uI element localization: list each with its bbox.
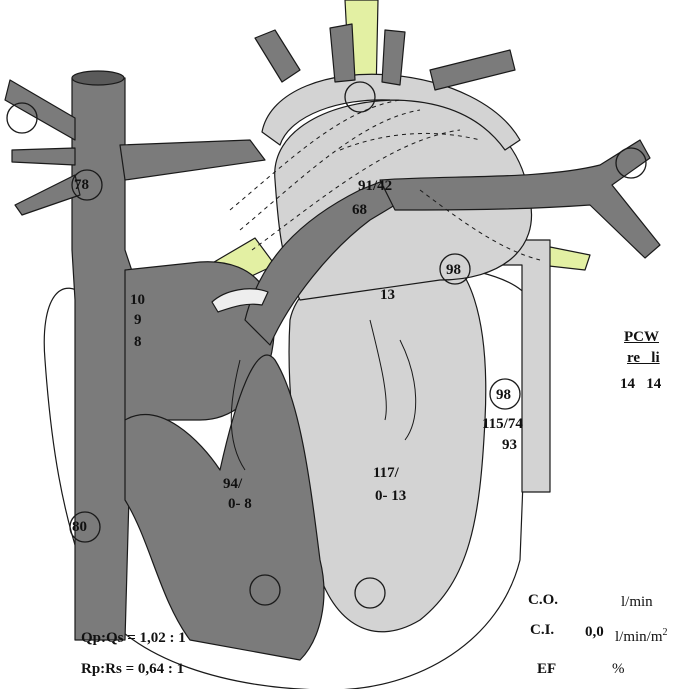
co-unit: l/min (621, 594, 653, 611)
lv-pressure-diastolic: 0- 13 (375, 488, 406, 505)
pcw-sides: re li (627, 350, 660, 367)
ra-pressure-3: 8 (134, 334, 142, 351)
lower-vein-left (15, 175, 80, 215)
azygos-vein (120, 140, 265, 180)
la-pressure: 13 (380, 287, 395, 304)
svc-saturation: 78 (74, 177, 89, 194)
lv-pressure-systolic: 117/ (373, 465, 399, 482)
ivc-saturation: 80 (72, 519, 87, 536)
rv-pressure-diastolic: 0- 8 (228, 496, 252, 513)
arch-branch-2 (330, 24, 355, 82)
arch-branch-1 (255, 30, 300, 82)
ra-pressure-1: 10 (130, 292, 145, 309)
pa-pressure: 91/42 (358, 178, 392, 195)
ef-unit: % (612, 661, 625, 678)
pcw-title: PCW (624, 329, 659, 346)
qp-qs-ratio: Qp:Qs = 1,02 : 1 (81, 630, 186, 647)
ci-label: C.I. (530, 622, 554, 639)
co-label: C.O. (528, 592, 558, 609)
ci-value: 0,0 (585, 624, 604, 641)
ci-unit-exponent: 2 (663, 627, 668, 638)
ef-label: EF (537, 661, 556, 678)
brachio-vein (12, 148, 75, 165)
aorta-saturation-upper: 98 (446, 262, 461, 279)
pcw-values: 14 14 (620, 376, 661, 393)
ci-unit: l/min/m2 (615, 624, 668, 646)
arch-branch-4 (430, 50, 515, 90)
rv-pressure-systolic: 94/ (223, 476, 242, 493)
ra-pressure-2: 9 (134, 312, 142, 329)
rp-rs-ratio: Rp:Rs = 0,64 : 1 (81, 661, 184, 678)
pa-mean-pressure: 68 (352, 202, 367, 219)
aorta-mean-pressure: 93 (502, 437, 517, 454)
svc-opening (72, 71, 124, 85)
aorta-pressure: 115/74 (482, 416, 523, 433)
aorta-saturation-lower: 98 (496, 387, 511, 404)
